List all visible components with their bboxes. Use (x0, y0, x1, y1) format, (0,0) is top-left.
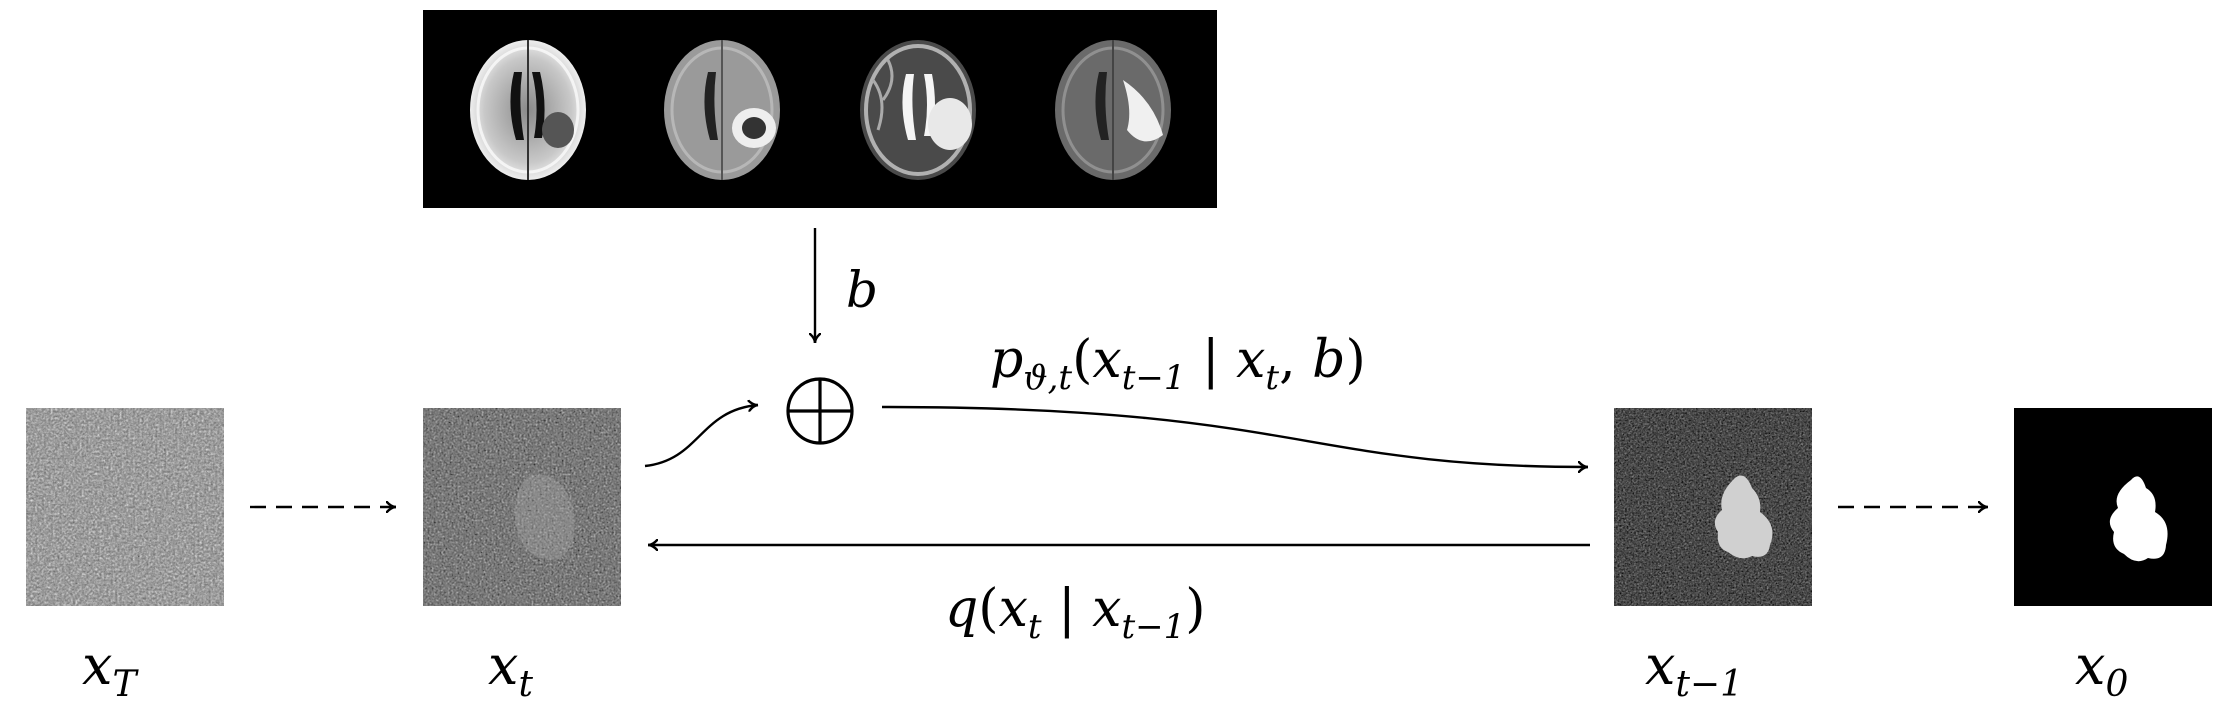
mri-scan-t2 (860, 40, 976, 180)
reverse-process-arrow (881, 405, 1588, 467)
state-image-xt (423, 408, 621, 606)
mri-scan-t1ce (664, 40, 780, 180)
state-label-xT: xT (82, 634, 139, 705)
conditioning-label: b (846, 261, 878, 319)
state-label-xt1: xt−1 (1645, 634, 1743, 705)
curve-arrow-xt-to-operator (644, 405, 758, 468)
state-label-xt: xt (488, 634, 533, 705)
mri-scan-flair (1055, 40, 1171, 180)
mri-scan-t1 (470, 40, 586, 180)
mri-scan-panel (423, 10, 1217, 208)
reverse-process-label: pϑ,t(xt−1 | xt, b) (990, 330, 1366, 398)
state-image-xT (26, 408, 224, 606)
state-image-x0 (2014, 408, 2212, 606)
state-image-xt1 (1614, 408, 1812, 606)
forward-process-label: q(xt | xt−1) (945, 579, 1206, 647)
state-label-x0: x0 (2075, 634, 2128, 705)
concat-operator-icon (786, 377, 854, 445)
